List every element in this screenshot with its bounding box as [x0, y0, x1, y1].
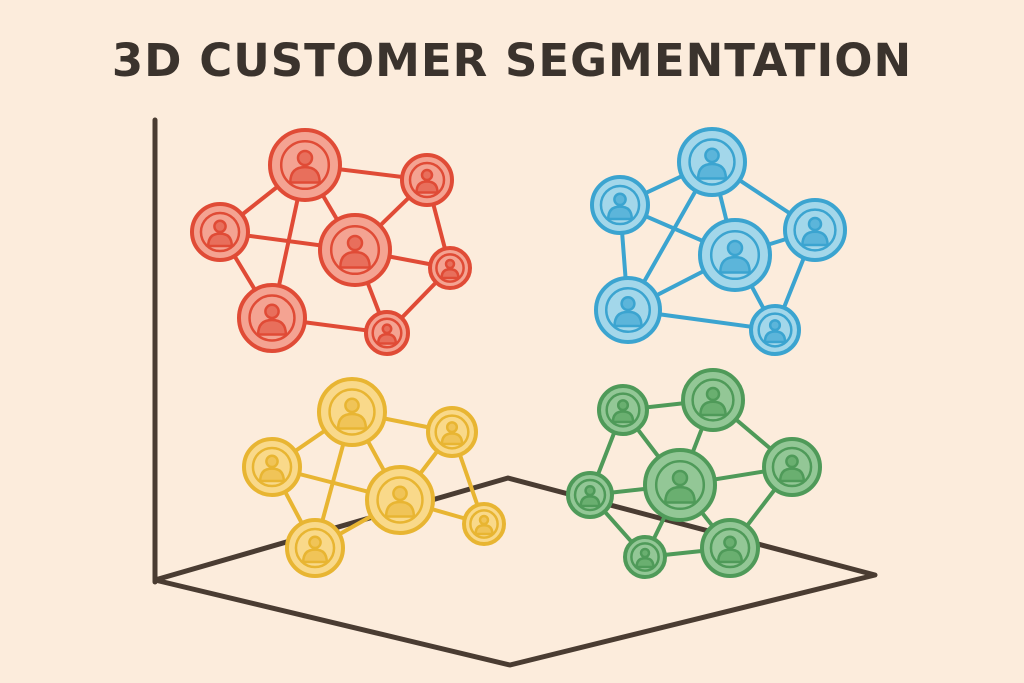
person-icon — [579, 484, 601, 508]
customer-node — [462, 502, 506, 546]
yellow-segment-cluster — [242, 377, 506, 578]
customer-node — [400, 153, 454, 207]
person-icon — [440, 421, 464, 446]
person-icon — [719, 239, 751, 274]
person-icon — [716, 535, 744, 564]
customer-node — [237, 283, 307, 353]
customer-node — [762, 437, 822, 497]
inner-ring — [469, 509, 499, 539]
inner-ring — [376, 476, 424, 524]
person-icon — [415, 168, 439, 194]
inner-ring — [329, 224, 381, 276]
inner-ring — [434, 414, 470, 450]
person-icon — [696, 147, 728, 180]
inner-ring — [793, 208, 837, 252]
inner-ring — [294, 527, 336, 569]
customer-node — [594, 276, 662, 344]
customer-node — [783, 198, 847, 262]
inner-ring — [599, 184, 641, 226]
customer-node — [318, 213, 392, 287]
customer-node — [698, 218, 772, 292]
customer-node — [597, 384, 649, 436]
person-icon — [699, 386, 727, 417]
person-icon — [440, 258, 460, 280]
inner-ring — [328, 388, 376, 436]
inner-ring — [654, 459, 706, 511]
person-icon — [635, 547, 655, 569]
green-segment-cluster — [566, 368, 822, 579]
inner-ring — [408, 161, 446, 199]
customer-node — [681, 368, 745, 432]
customer-node — [190, 202, 250, 262]
person-icon — [384, 485, 416, 518]
inner-ring — [573, 478, 607, 512]
person-icon — [613, 295, 643, 328]
3d-axes — [152, 117, 878, 668]
red-segment-cluster — [190, 128, 472, 356]
customer-node — [426, 406, 478, 458]
inner-ring — [771, 446, 813, 488]
inner-ring — [630, 542, 660, 572]
person-icon — [611, 399, 635, 424]
person-icon — [301, 535, 329, 564]
page-title: 3D CUSTOMER SEGMENTATION — [111, 34, 913, 87]
inner-ring — [279, 139, 331, 191]
person-icon — [376, 323, 398, 345]
customer-node — [677, 127, 747, 197]
person-icon — [289, 149, 321, 184]
customer-node — [700, 518, 760, 578]
customer-node — [268, 128, 342, 202]
person-icon — [763, 319, 787, 344]
person-icon — [258, 454, 286, 483]
person-icon — [664, 469, 696, 504]
inner-ring — [709, 527, 751, 569]
inner-ring — [251, 446, 293, 488]
customer-node — [749, 304, 801, 356]
inner-ring — [248, 294, 296, 342]
person-icon — [336, 397, 368, 430]
inner-ring — [199, 211, 241, 253]
person-icon — [474, 514, 494, 536]
customer-node — [643, 448, 717, 522]
person-icon — [801, 216, 829, 247]
customer-node — [242, 437, 302, 497]
person-icon — [206, 219, 234, 248]
person-icon — [256, 303, 288, 336]
customer-node — [566, 471, 614, 519]
person-icon — [778, 454, 806, 483]
inner-ring — [604, 286, 652, 334]
customer-node — [428, 246, 472, 290]
floor-plane — [152, 475, 878, 668]
inner-ring — [605, 392, 641, 428]
person-icon — [606, 192, 634, 221]
customer-node — [590, 175, 650, 235]
customer-node — [317, 377, 387, 447]
customer-node — [623, 535, 667, 579]
person-icon — [339, 234, 371, 269]
inner-ring — [688, 138, 736, 186]
customer-node — [365, 465, 435, 535]
inner-ring — [371, 317, 403, 349]
blue-segment-cluster — [590, 127, 847, 356]
inner-ring — [435, 253, 465, 283]
inner-ring — [757, 312, 793, 348]
customer-node — [285, 518, 345, 578]
inner-ring — [691, 378, 735, 422]
inner-ring — [709, 229, 761, 281]
customer-node — [364, 310, 410, 356]
